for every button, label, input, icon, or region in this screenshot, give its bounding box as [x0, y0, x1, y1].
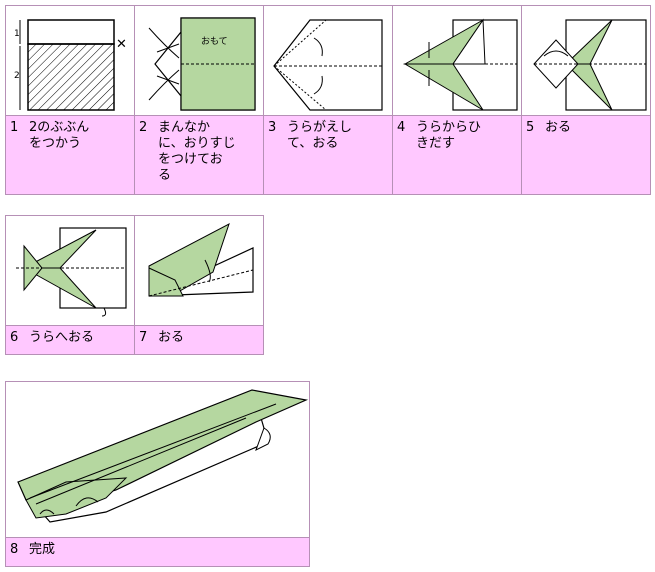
step-number: 8 — [10, 542, 19, 557]
step-5-caption: 5 おる — [522, 115, 650, 194]
step-3-cell: 3 うらがえし て、おる — [263, 5, 393, 195]
step-2-illustration: おもて — [135, 6, 263, 116]
step-number: 1 — [10, 120, 19, 135]
step-4-cell: 4 うらからひ きだす — [392, 5, 522, 195]
step-3-illustration — [264, 6, 392, 116]
step-number: 7 — [139, 330, 148, 345]
step-text: 完成 — [29, 542, 56, 557]
step-6-caption: 6 うらへおる — [6, 325, 134, 354]
step-1-caption: 1 2のぶぶん をつかう — [6, 115, 134, 194]
step-5-cell: 5 おる — [521, 5, 651, 195]
step-7-cell: 7 おる — [134, 215, 264, 355]
step-text: おる — [158, 330, 185, 345]
step-6-illustration — [6, 216, 134, 326]
step-2-caption: 2 まんなか に、おりすじ をつけてお る — [135, 115, 263, 194]
step-text: うらがえし て、おる — [287, 120, 353, 151]
step-number: 2 — [139, 120, 148, 135]
step-8-caption: 8 完成 — [6, 537, 309, 566]
step-1-illustration: 1 2 ✕ — [6, 6, 134, 116]
step-text: 2のぶぶん をつかう — [29, 120, 90, 151]
step-1-cut-mark: ✕ — [116, 37, 127, 52]
step-6-cell: 6 うらへおる — [5, 215, 135, 355]
step-text: うらからひ きだす — [416, 120, 482, 151]
step-4-caption: 4 うらからひ きだす — [393, 115, 521, 194]
step-2-paper-label: おもて — [201, 36, 228, 47]
step-7-illustration — [135, 216, 263, 326]
step-1-mark-2: 2 — [14, 71, 20, 81]
step-number: 5 — [526, 120, 535, 135]
step-text: まんなか に、おりすじ をつけてお る — [158, 120, 236, 183]
step-4-illustration — [393, 6, 521, 116]
step-2-cell: おもて 2 まんなか に、おりすじ をつけてお る — [134, 5, 264, 195]
step-8-cell: 8 完成 — [5, 381, 310, 567]
step-number: 3 — [268, 120, 277, 135]
step-text: うらへおる — [29, 330, 95, 345]
step-7-caption: 7 おる — [135, 325, 263, 354]
step-3-caption: 3 うらがえし て、おる — [264, 115, 392, 194]
step-8-illustration — [6, 382, 309, 538]
step-1-mark-1: 1 — [14, 29, 20, 39]
step-text: おる — [545, 120, 572, 135]
step-number: 6 — [10, 330, 19, 345]
step-1-cell: 1 2 ✕ 1 2のぶぶん をつかう — [5, 5, 135, 195]
step-number: 4 — [397, 120, 406, 135]
step-5-illustration — [522, 6, 650, 116]
